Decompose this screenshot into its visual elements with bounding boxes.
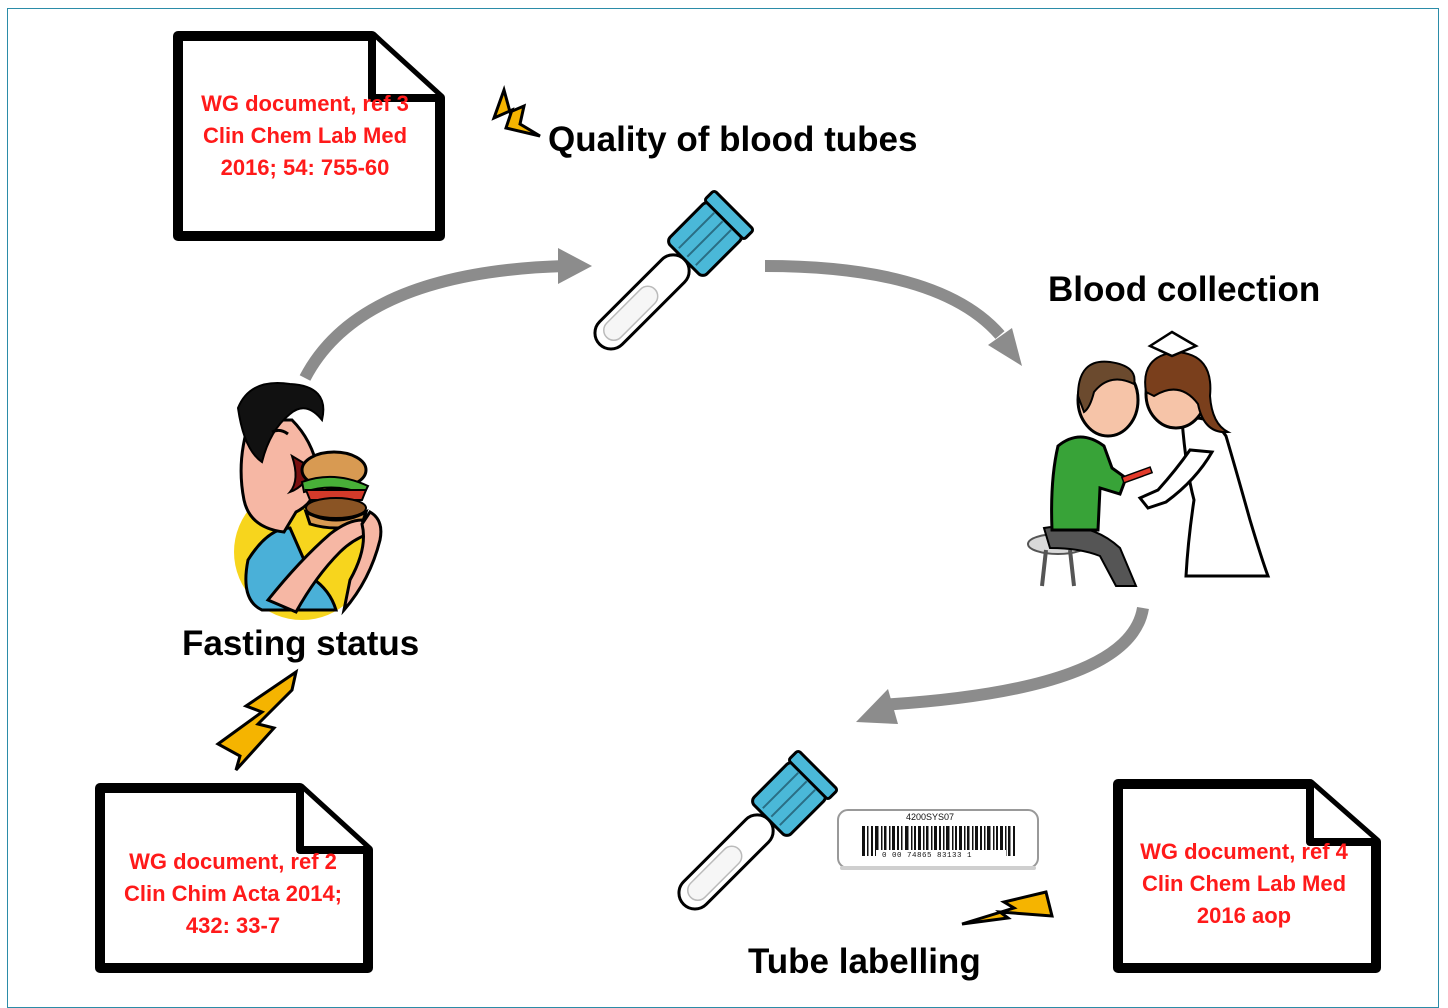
barcode-id: 4200SYS07 <box>906 812 955 822</box>
document-line: 432: 33-7 <box>185 913 281 938</box>
document-icon <box>173 31 445 241</box>
document-line: WG document, ref 3 <box>201 91 409 116</box>
arrowheads <box>558 248 1022 724</box>
document-icon <box>1113 779 1381 973</box>
document-line: WG document, ref 4 <box>1140 839 1348 864</box>
document-line: WG document, ref 2 <box>129 849 337 874</box>
document-icon <box>95 783 373 973</box>
barcode-icon <box>837 809 1039 870</box>
document-line: Clin Chem Lab Med <box>202 123 408 148</box>
lightning-icon <box>961 890 1054 926</box>
label-tube-labelling: Tube labelling <box>748 942 981 981</box>
document-line: 2016 aop <box>1196 903 1292 928</box>
label-fasting-status: Fasting status <box>182 624 420 663</box>
eating-man-icon <box>234 382 383 620</box>
blood-tube-icon <box>593 189 755 351</box>
label-quality-of-blood-tubes: Quality of blood tubes <box>548 120 918 159</box>
barcode-number: 0 00 74865 83133 1 <box>882 852 973 860</box>
document-ref4-text: WG document, ref 4 Clin Chem Lab Med 201… <box>1124 836 1364 932</box>
nurse-patient-icon <box>1027 330 1271 587</box>
lightning-icon <box>491 85 541 138</box>
label-blood-collection: Blood collection <box>1048 270 1321 309</box>
lightning-icon <box>215 668 299 772</box>
arrow-icon <box>299 260 1149 711</box>
blood-tube-icon <box>677 749 839 911</box>
document-ref3-text: WG document, ref 3 Clin Chem Lab Med 201… <box>186 88 424 184</box>
document-line: 2016; 54: 755-60 <box>220 155 390 180</box>
document-line: Clin Chem Lab Med <box>1141 871 1347 896</box>
document-line: Clin Chim Acta 2014; <box>123 881 343 906</box>
document-ref2-text: WG document, ref 2 Clin Chim Acta 2014; … <box>108 846 358 942</box>
